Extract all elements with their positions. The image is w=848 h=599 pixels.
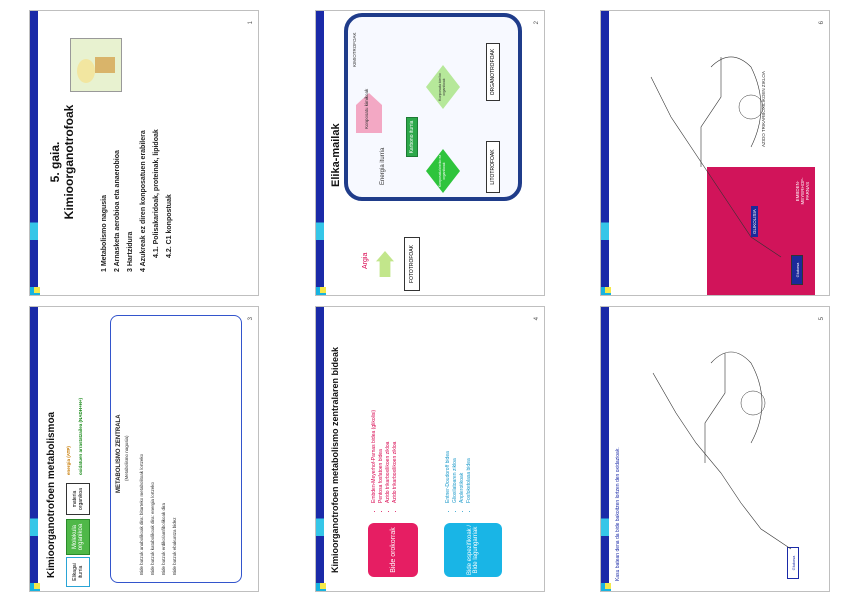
slide-title: Kimioorganotrofoen metabolismoa [46,411,57,578]
slide-1: 5. gaia. Kimioorganotrofoak 1 Metabolism… [29,10,259,296]
litotrofoak-box: LITOTROFOAK [486,141,500,193]
list2: Entner-Doudoroff bidea Glioxilatoaren zi… [444,451,473,513]
bide-espezifikoak-block: Bide espezifikoak / Bide lagungarriak [444,523,502,577]
energia-iturria-label: Energia iturria [380,147,386,185]
elikagai-box: Elikagai iturria [66,557,90,587]
slide-3: Elika-mailak KIMIOTROFOAK Argia FOTOTROF… [315,10,545,296]
page-number: 3 [248,317,254,321]
organotrofoak-box: ORGANOTROFOAK [486,43,500,101]
pathway-lines [650,56,782,258]
karbono-box: Karbono iturria [406,117,418,157]
slide-4: Kimioorganotrofoen metabolismo zentralar… [315,306,545,592]
slide-header-bar [30,307,38,591]
argia-label: Argia [362,252,369,269]
page-number: 2 [534,21,540,25]
materia-box: materia organikoa [66,483,90,515]
slide-title: Elika-mailak [330,123,342,187]
kimiotrofoak-label: KIMIOTROFOAK [352,32,357,67]
desc-lines: Bide batzuk anabolikoak dira: bitarteko … [139,453,177,575]
page-number: 4 [534,317,540,321]
list1: Embden-Meyerhof-Parnas bidea (glikolisi)… [370,410,399,513]
konposatu-kim-label: Konposatu kimikoak [364,88,369,129]
slide-header-bar [316,11,324,295]
slide-5: Glukosa GLIKOLISIA EMBDEN-MEYERHOF-PARNA… [600,10,830,296]
cartoon-image [70,38,122,92]
pathway-lines [652,351,792,550]
topic-list: 1 Metabolismo nagusia 2 Arnasketa aerobi… [101,129,173,272]
ez-org-label: Konposatu kimiko ez organikoak [438,154,446,188]
center-sub: (Metabolismo nagusia) [124,435,129,481]
slide-title: Kimioorganotrofoen metabolismo zentralar… [330,346,340,573]
slide-2: Kimioorganotrofoen metabolismoa Elikagai… [29,306,259,592]
bide-orokorrak-block: Bide orokorrak [368,523,418,577]
nadh-label: oxidatuen arrastatzailea (NADH+H+) [78,397,83,475]
fototrofoak-box: FOTOTROFOAK [404,237,420,291]
org-label: Konposatu kimiko organikoak [438,73,446,101]
slide-6: Kasu batean dena da bide bakoitzen lortz… [600,306,830,592]
energia-label: energia (ATP) [66,446,71,475]
slide-header-bar [30,11,38,295]
center-title: METABOLISMO ZENTRALA [116,414,122,493]
argia-arrow [376,251,394,277]
page-number: 6 [819,21,825,25]
slide-title: 5. gaia. Kimioorganotrofoak [48,104,76,220]
molekula-box: Molekula organikoa [66,519,90,555]
slide-header-bar [316,307,324,591]
page-number: 1 [248,21,254,25]
page-number: 5 [819,317,825,321]
